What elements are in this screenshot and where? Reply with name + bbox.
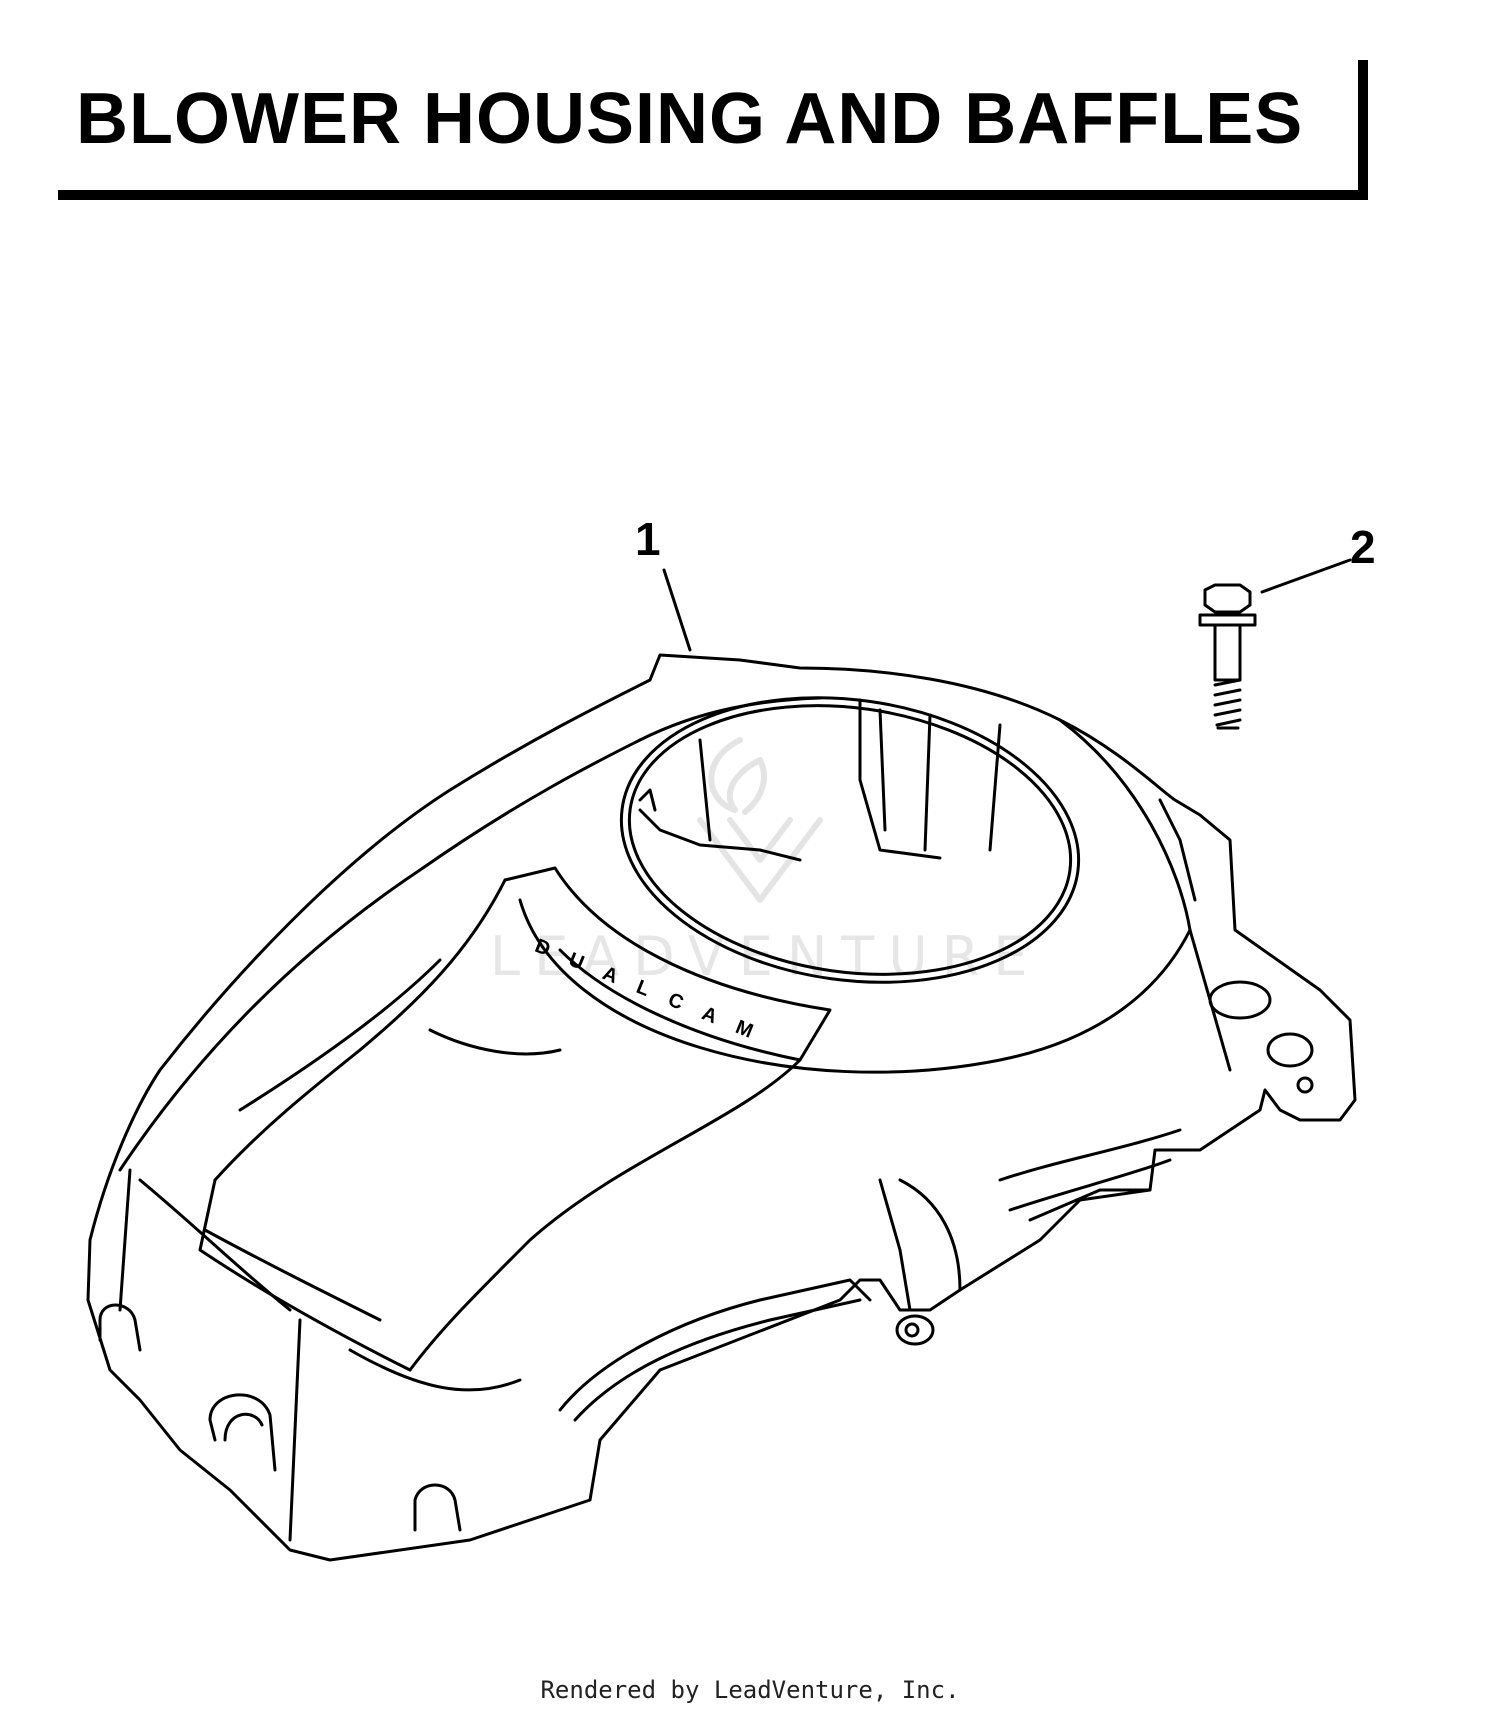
footer-credit: Rendered by LeadVenture, Inc. <box>540 1676 960 1704</box>
bolt-part <box>1198 583 1257 730</box>
callout-2: 2 <box>1350 521 1376 573</box>
blower-housing-part <box>86 653 1357 1562</box>
leader-line-1 <box>662 568 692 652</box>
leader-line-2 <box>1260 558 1352 594</box>
callout-1: 1 <box>635 513 661 565</box>
watermark-logo <box>697 737 823 903</box>
title-frame <box>58 60 1368 200</box>
page-title: BLOWER HOUSING AND BAFFLES <box>76 79 1304 159</box>
